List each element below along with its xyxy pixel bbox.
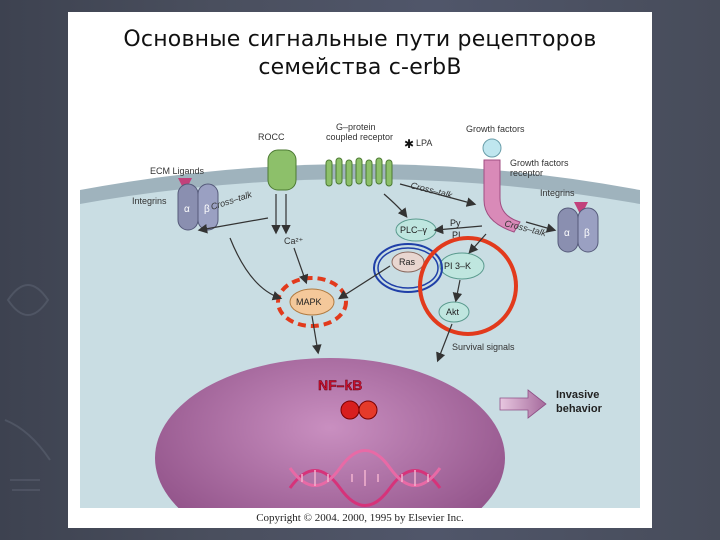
beta-right: β — [584, 228, 590, 239]
akt-label: Akt — [446, 307, 460, 317]
signaling-diagram: NF–kB Invasive behavior ECM Ligands Inte… — [80, 98, 640, 508]
pyt-label: Py — [450, 218, 461, 228]
slide-title: Основные сигнальные пути рецепторов семе… — [68, 26, 652, 82]
gf-receptor-label-1: Growth factors — [510, 158, 569, 168]
survival-label: Survival signals — [452, 342, 515, 352]
growth-factors-label: Growth factors — [466, 124, 525, 134]
integrins-right-label: Integrins — [540, 188, 575, 198]
invasive-label-1: Invasive — [556, 389, 599, 401]
pi3k-label: PI 3–K — [444, 261, 471, 271]
nfkb-dot-2 — [359, 401, 377, 419]
calcium-label: Ca²⁺ — [284, 236, 304, 246]
plc-label: PLC–γ — [400, 225, 428, 235]
title-line-1: Основные сигнальные пути рецепторов — [68, 26, 652, 54]
background-decoration — [0, 0, 60, 540]
ecm-ligands-label: ECM Ligands — [150, 166, 205, 176]
alpha-left: α — [184, 204, 190, 215]
rocc-channel — [268, 150, 296, 190]
growth-factor-ligand — [483, 139, 501, 157]
lpa-star-icon: ✱ — [404, 137, 414, 151]
rocc-label: ROCC — [258, 132, 285, 142]
gpcr-label-2: coupled receptor — [326, 132, 393, 142]
copyright-notice: Copyright © 2004. 2000, 1995 by Elsevier… — [68, 512, 652, 524]
invasive-label-2: behavior — [556, 403, 603, 415]
title-line-2: семейства c-erbB — [68, 54, 652, 82]
beta-left: β — [204, 204, 210, 215]
gf-receptor-label-2: receptor — [510, 168, 543, 178]
lpa-label: LPA — [416, 138, 432, 148]
slide-panel: Основные сигнальные пути рецепторов семе… — [68, 12, 652, 528]
gpcr-receptor — [326, 158, 392, 186]
integrins-left-label: Integrins — [132, 196, 167, 206]
nfkb-label: NF–kB — [318, 377, 362, 393]
ras-label: Ras — [399, 257, 416, 267]
nfkb-dot-1 — [341, 401, 359, 419]
alpha-right: α — [564, 228, 570, 239]
gpcr-label-1: G–protein — [336, 122, 376, 132]
mapk-label: MAPK — [296, 297, 322, 307]
